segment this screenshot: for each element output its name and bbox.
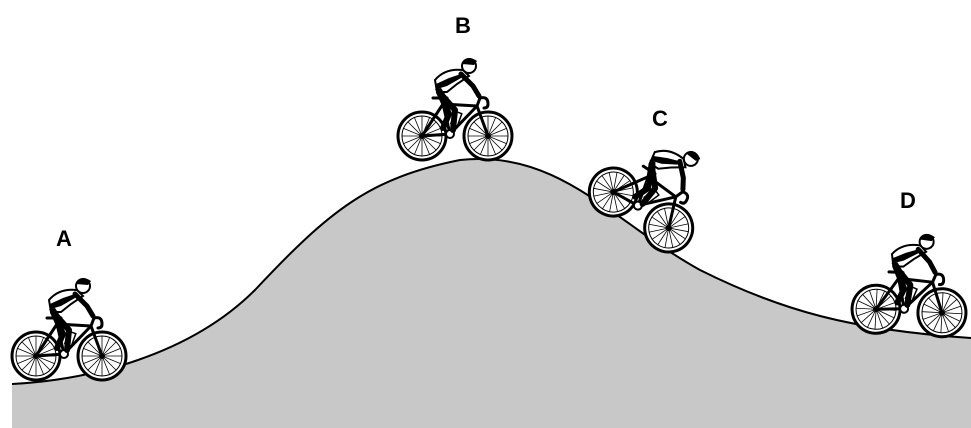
cyclist-b — [398, 58, 512, 160]
label-d: D — [900, 188, 916, 213]
label-b: B — [455, 13, 471, 38]
hill-outline — [11, 158, 971, 385]
cyclist-d — [851, 230, 970, 338]
cyclist-a — [12, 278, 126, 380]
label-c: C — [652, 106, 668, 131]
label-a: A — [56, 226, 72, 251]
hill — [12, 159, 971, 428]
